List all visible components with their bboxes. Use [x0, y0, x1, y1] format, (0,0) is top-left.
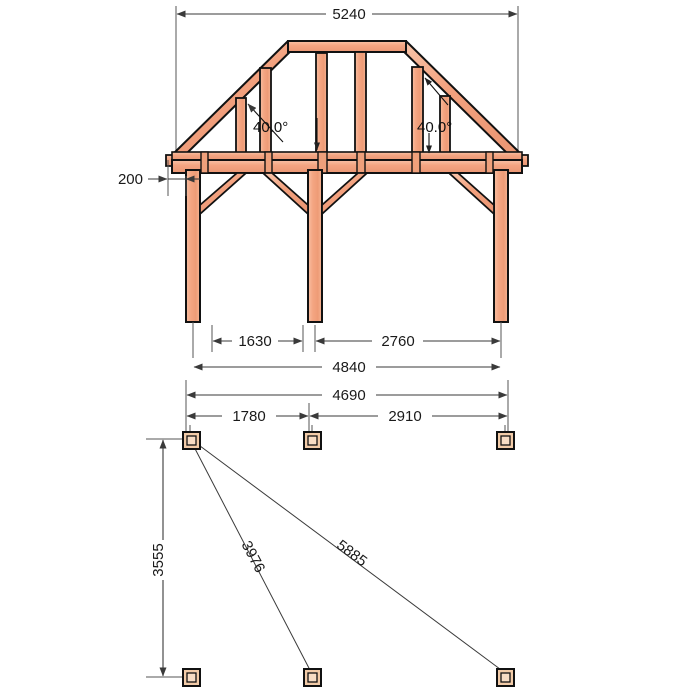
truss-stud-2 [315, 52, 328, 161]
truss-stud-3 [354, 51, 367, 161]
dimension-eave-200: 200 [118, 160, 200, 196]
elevation-view: 40.0° 40.0° [165, 40, 529, 323]
dimension-label-5240: 5240 [332, 6, 365, 23]
angle-annotation-right: 40.0° [417, 77, 452, 154]
dimension-label-200: 200 [118, 171, 143, 188]
dimension-plan-total-4690: 4690 [185, 380, 509, 440]
tie-beam-joint-1 [200, 151, 209, 174]
foundation-pads-top [182, 431, 515, 450]
dimension-chain-post-spacing: 1630 2760 [192, 322, 502, 358]
post-assembly [185, 169, 509, 323]
truss-stud-0 [235, 97, 247, 161]
dimension-label-3555: 3555 [150, 543, 167, 576]
foundation-pad [182, 668, 201, 687]
dimension-label-2760: 2760 [381, 333, 414, 350]
diagonal-3976-line [190, 440, 312, 673]
brace-middle-post-right [321, 172, 370, 217]
tie-beam [171, 159, 523, 174]
post-right [493, 169, 509, 323]
dimension-label-4690: 4690 [332, 387, 365, 404]
brace-right-post-left [446, 172, 495, 217]
truss-stud-4 [411, 66, 424, 161]
truss-stud-1 [259, 67, 272, 161]
tie-beam-joint-6 [485, 151, 494, 174]
ridge-beam [287, 40, 407, 53]
dimension-label-4840: 4840 [332, 359, 365, 376]
brace-left-post-right [199, 172, 249, 217]
tie-beam-assembly [171, 151, 523, 174]
foundation-pad [496, 431, 515, 450]
foundation-pad [303, 668, 322, 687]
knee-braces [199, 172, 495, 217]
dimension-depth-3555: 3555 [146, 438, 186, 678]
tie-beam-joint-4 [356, 151, 366, 174]
angle-label-right: 40.0° [417, 119, 452, 136]
dimension-overall-width-5240: 5240 [175, 6, 519, 168]
foundation-pads-bottom [182, 668, 515, 687]
top-plate [171, 151, 523, 161]
angle-annotation-left: 40.0° [247, 103, 320, 151]
brace-middle-post-left [260, 172, 309, 217]
post-left [185, 169, 201, 323]
tie-beam-joint-5 [411, 151, 421, 174]
dimension-label-1780: 1780 [232, 408, 265, 425]
tie-beam-joint-2 [264, 151, 273, 174]
dimension-total-4840: 4840 [193, 359, 501, 376]
diagonal-5885-line [191, 439, 509, 676]
foundation-pad [182, 431, 201, 450]
angle-label-left: 40.0° [253, 119, 288, 136]
foundation-pad [496, 668, 515, 687]
post-middle [307, 169, 323, 323]
plan-view: 3555 3976 5885 [146, 425, 515, 687]
truss-webs [235, 51, 451, 161]
foundation-pad [303, 431, 322, 450]
dimension-label-1630: 1630 [238, 333, 271, 350]
dimension-label-2910: 2910 [388, 408, 421, 425]
